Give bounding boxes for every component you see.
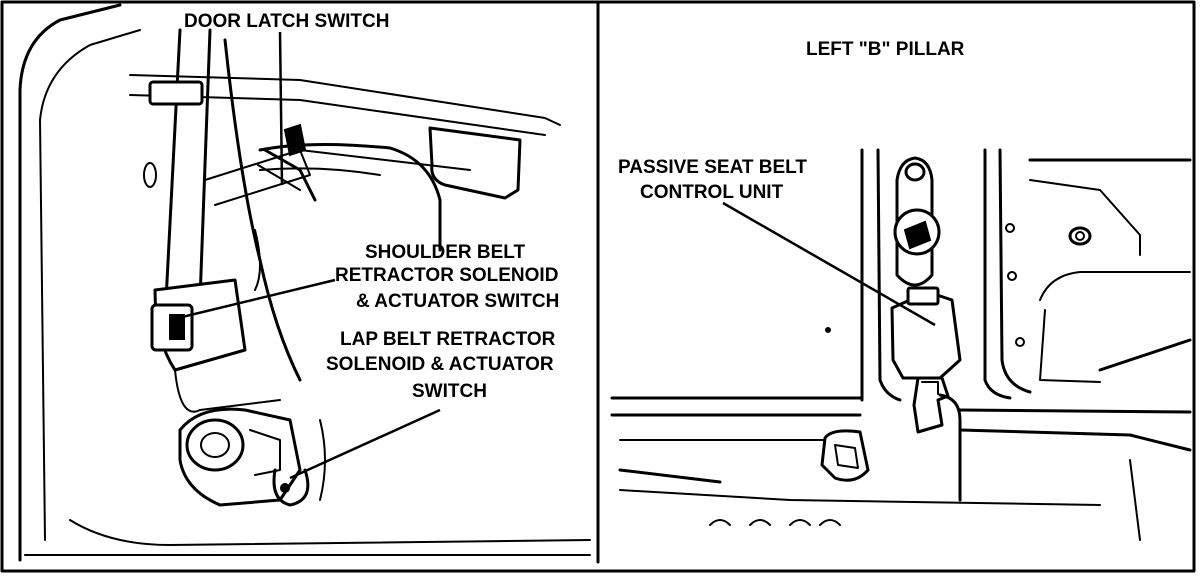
label-lap-belt-line-1: LAP BELT RETRACTOR [340, 329, 556, 350]
label-shoulder-belt-line-3: & ACTUATOR SWITCH [356, 291, 559, 312]
control-unit-leader [722, 201, 936, 327]
label-lap-belt-line-3: SWITCH [412, 381, 487, 402]
label-shoulder-belt-line-2: RETRACTOR SOLENOID [335, 265, 558, 286]
label-control-unit-line-1: PASSIVE SEAT BELT [618, 157, 807, 178]
label-shoulder-belt-line-1: SHOULDER BELT [365, 242, 525, 263]
label-control-unit-line-2: CONTROL UNIT [640, 182, 784, 203]
label-lap-belt-line-2: SOLENOID & ACTUATOR [326, 354, 554, 375]
b-pillar-illustration [610, 148, 1192, 541]
lap-belt-leader [289, 408, 441, 480]
door-latch-switch-leader [278, 31, 284, 186]
label-left-b-pillar: LEFT "B" PILLAR [806, 39, 965, 60]
shoulder-belt-leader [177, 278, 336, 320]
label-door-latch-switch: DOOR LATCH SWITCH [184, 11, 389, 32]
